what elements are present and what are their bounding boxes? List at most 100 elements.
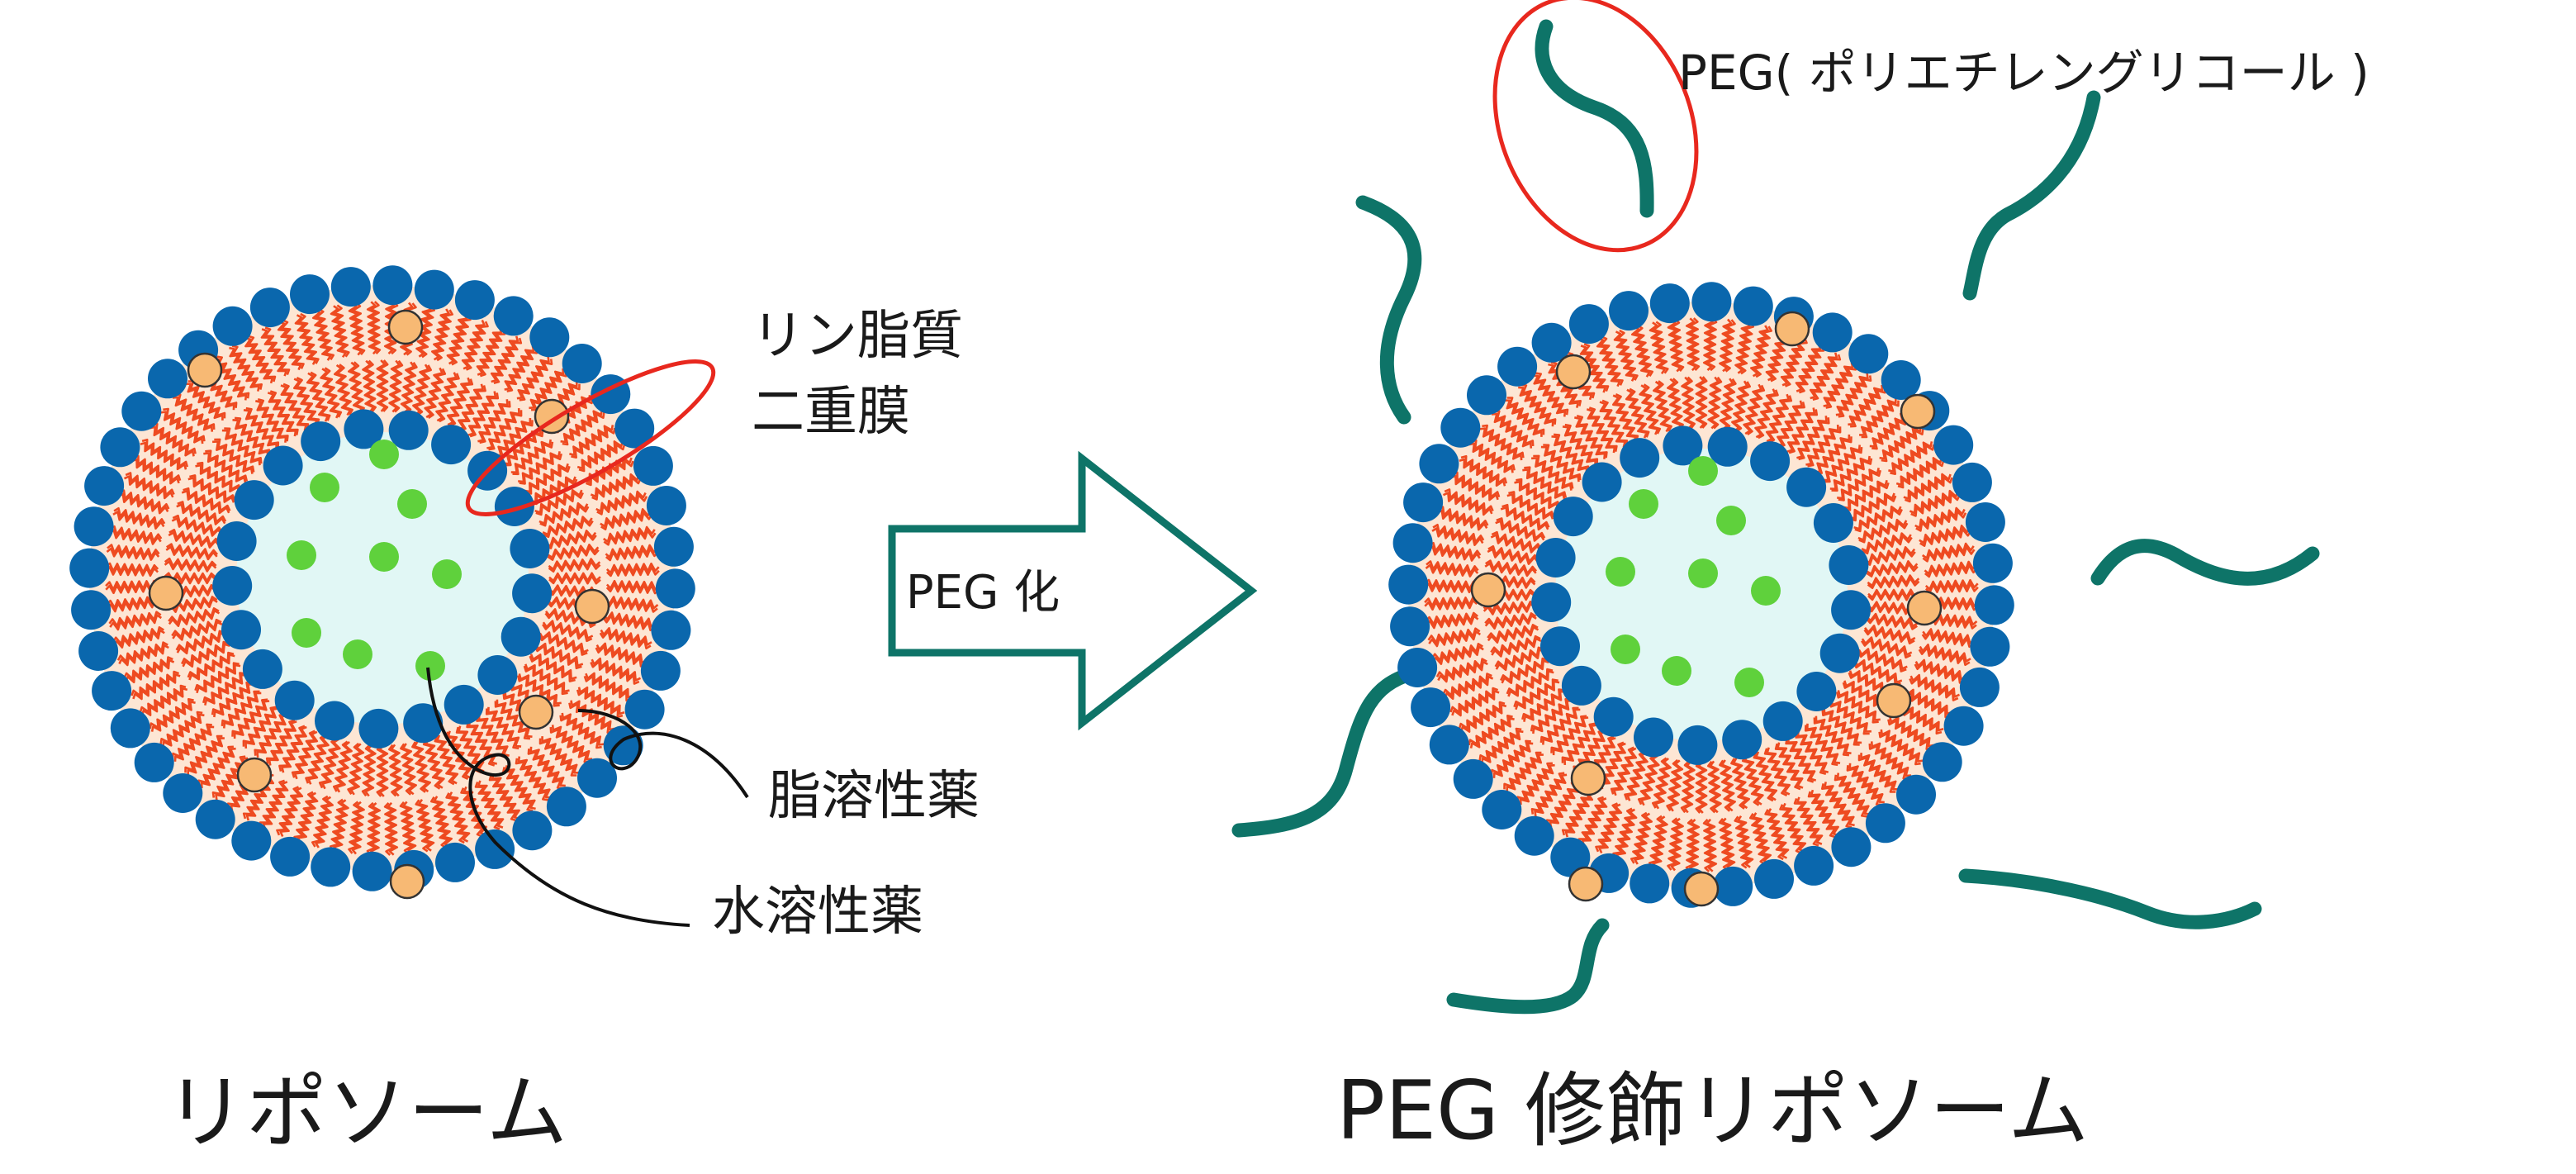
lipid-tail-icon: [1582, 343, 1610, 392]
phospholipid-head-icon: [216, 521, 257, 561]
lipid-tail-icon: [1734, 815, 1750, 869]
lipid-tail-icon: [1634, 812, 1653, 865]
lipid-tail-icon: [1721, 378, 1737, 431]
lipid-tail-icon: [590, 660, 640, 685]
phospholipid-head-icon: [1933, 425, 1974, 465]
lipid-tail-icon: [504, 345, 535, 391]
lipid-tail-icon: [1766, 747, 1791, 796]
phospholipid-head-icon: [633, 445, 673, 486]
lipid-tail-icon: [523, 665, 568, 696]
phospholipid-head-icon: [454, 280, 495, 321]
lipid-tail-icon: [1685, 317, 1697, 372]
lipid-tail-icon: [534, 644, 582, 670]
lipid-tail-icon: [197, 745, 234, 787]
lipid-tail-icon: [1909, 489, 1959, 515]
lipid-tail-icon: [1449, 687, 1499, 714]
lipid-tail-icon: [349, 743, 365, 796]
lipid-tail-icon: [1425, 563, 1479, 577]
lipid-tail-icon: [1836, 772, 1871, 815]
phospholipid-head-icon: [655, 568, 695, 609]
lipid-tail-icon: [1586, 408, 1616, 454]
phospholipid-head-icon: [1831, 590, 1872, 630]
lipid-tail-icon: [476, 715, 508, 758]
lipid-tail-icon: [1612, 807, 1634, 859]
lipid-tail-icon: [1734, 321, 1751, 374]
lipid-tail-icon: [105, 566, 159, 577]
lipid-tail-icon: [1540, 445, 1580, 482]
water-soluble-drug-icon: [1734, 668, 1764, 697]
lipid-tail-icon: [576, 440, 624, 470]
lipid-tail-icon: [185, 383, 224, 421]
lipid-tail-icon: [445, 792, 467, 844]
lipid-tail-icon: [596, 493, 648, 516]
lipid-tail-icon: [1823, 707, 1862, 744]
lipid-tail-icon: [1861, 638, 1912, 659]
phospholipid-head-icon: [1813, 503, 1853, 543]
lipid-tail-icon: [485, 708, 519, 750]
lipid-tail-icon: [1919, 643, 1971, 663]
lipid-tail-icon: [351, 302, 366, 356]
lipid-tail-icon: [529, 368, 565, 410]
lipid-tail-icon: [548, 560, 601, 573]
lipid-tail-icon: [414, 364, 433, 416]
lipid-tail-icon: [494, 701, 531, 740]
lipid-tail-icon: [605, 596, 659, 610]
lipid-tail-icon: [1615, 808, 1638, 860]
lipid-tail-icon: [1804, 725, 1838, 767]
lipid-tail-icon: [1549, 782, 1580, 828]
lipid-tail-icon: [244, 707, 278, 749]
phospholipid-head-icon: [640, 650, 681, 691]
lipid-tail-icon: [362, 359, 375, 413]
lipid-tail-icon: [151, 422, 197, 454]
lipid-tail-icon: [1500, 657, 1549, 682]
lipid-tail-icon: [1814, 434, 1851, 473]
peg-chain-bottom: [1446, 918, 1610, 1015]
lipid-tail-icon: [1562, 425, 1596, 467]
lipid-tail-icon: [1531, 457, 1573, 491]
lipid-tail-icon: [106, 595, 160, 610]
lipid-tail-icon: [1615, 393, 1639, 442]
lipid-tail-icon: [1532, 374, 1567, 417]
lipid-tail-icon: [200, 747, 236, 789]
water-drug-leader: [426, 667, 690, 927]
lipid-tail-icon: [599, 630, 652, 650]
lipid-tail-icon: [1709, 760, 1722, 814]
lipid-tail-icon: [518, 673, 562, 705]
lipid-tail-icon: [1795, 731, 1827, 775]
lipid-tail-icon: [282, 383, 310, 430]
lipid-tail-icon: [1485, 559, 1538, 575]
phospholipid-head-icon: [512, 573, 553, 614]
lipid-tail-icon: [425, 738, 445, 789]
lipid-tail-icon: [459, 385, 486, 432]
lipid-tail-icon: [1777, 400, 1803, 448]
lipid-tail-icon: [223, 692, 262, 729]
lipid-tail-icon: [1522, 468, 1566, 500]
phospholipid-head-icon: [234, 480, 274, 520]
lipid-tail-icon: [1783, 337, 1808, 387]
phospholipid-head-icon: [100, 427, 140, 468]
phospholipid-head-icon: [1943, 706, 1984, 746]
water-soluble-drug-icon: [1662, 656, 1691, 686]
lipid-tail-icon: [387, 744, 401, 797]
peg-chain-left: [1355, 195, 1422, 425]
lipid-tail-icon: [202, 672, 246, 704]
lipid-tail-icon: [165, 597, 218, 614]
lipid-tail-icon: [231, 698, 268, 737]
lipid-tail-icon: [1667, 817, 1682, 871]
lipid-tail-icon: [118, 489, 170, 511]
lipid-tail-icon: [348, 302, 363, 356]
lipid-tail-icon: [1667, 378, 1682, 430]
phospholipid-heads: [1388, 282, 2014, 908]
lipid-tail-icon: [1655, 380, 1672, 432]
phospholipid-head-icon: [1786, 467, 1827, 507]
lipid-tail-icon: [171, 723, 212, 759]
lipid-tail-icon: [1866, 612, 1919, 628]
phospholipid-head-icon: [477, 655, 518, 695]
lipid-tail-icon: [315, 307, 335, 360]
lipid-tail-icon: [234, 416, 271, 456]
lipid-tail-icon: [1494, 646, 1544, 668]
lipid-tail-icon: [559, 715, 602, 749]
lipid-tail-icon: [518, 450, 561, 483]
lipid-tail-icon: [376, 744, 387, 797]
phospholipid-head-icon: [352, 851, 392, 891]
